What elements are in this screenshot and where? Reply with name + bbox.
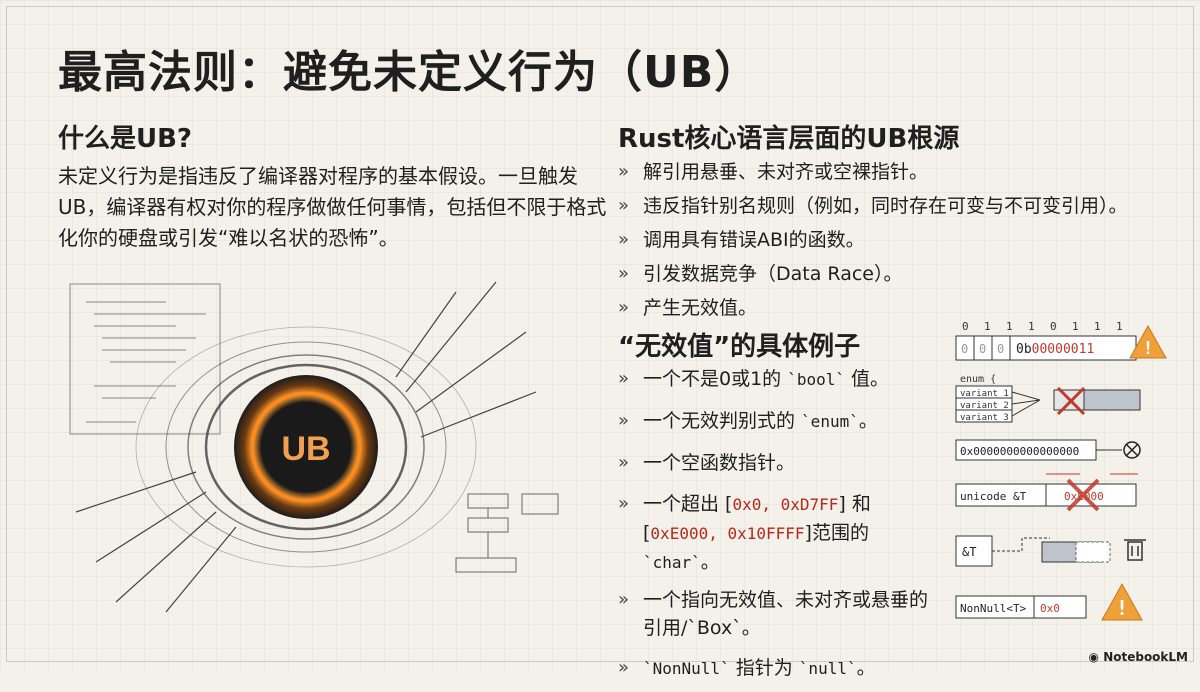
chevron-icon: » (618, 263, 630, 284)
svg-text:0x0000000000000000: 0x0000000000000000 (960, 445, 1079, 458)
what-is-ub-heading: 什么是UB? (58, 124, 193, 154)
radiating-arrows (75, 281, 537, 613)
list-item: »违反指针别名规则（例如，同时存在可变与不可变引用）。 (618, 192, 1178, 226)
chevron-icon: » (618, 297, 630, 318)
brand-icon: ◉ (1088, 650, 1104, 664)
svg-text:!: ! (1116, 596, 1128, 620)
list-item: »一个不是0或1的 `bool` 值。 (618, 365, 948, 394)
black-hole-illustration: UB (69, 281, 559, 613)
grid-background (0, 0, 1200, 670)
warning-icon: ! (1129, 324, 1167, 359)
svg-text:variant 1: variant 1 (960, 389, 1009, 399)
svg-text:0x0: 0x0 (1040, 602, 1060, 615)
chevron-icon: » (618, 229, 630, 250)
list-item: »一个无效判别式的 `enum`。 (618, 407, 948, 436)
accretion-ring (250, 391, 362, 503)
invalid-values-heading: “无效值”的具体例子 (618, 332, 861, 362)
svg-text:0b00000011: 0b00000011 (1016, 342, 1094, 357)
ref-diagram: &T (955, 535, 1146, 567)
svg-text:unicode &T: unicode &T (960, 490, 1027, 503)
char-diagram: unicode &T 0xE000 (955, 473, 1138, 512)
chevron-icon: » (618, 410, 630, 431)
svg-text:enum {: enum { (960, 374, 996, 385)
chevron-icon: » (618, 657, 630, 678)
svg-text:&T: &T (962, 545, 976, 559)
flowchart (455, 493, 559, 573)
warning-icon: ! (1101, 582, 1143, 621)
svg-text:variant 2: variant 2 (960, 401, 1009, 411)
black-hole-core (234, 375, 378, 519)
enum-diagram: enum { variant 1 variant 2 variant 3 (955, 374, 1141, 423)
nonnull-diagram: NonNull<T> 0x0 ! (955, 582, 1143, 621)
chevron-icon: » (618, 493, 630, 514)
error-cross-icon (1066, 478, 1100, 512)
chevron-icon: » (618, 161, 630, 182)
ub-sources-list: »解引用悬垂、未对齐或空裸指针。 »违反指针别名规则（例如，同时存在可变与不可变… (618, 158, 1178, 328)
list-item: »`NonNull` 指针为 `null`。 (618, 654, 948, 683)
list-item: »调用具有错误ABI的函数。 (618, 226, 1178, 260)
rust-ub-sources-heading: Rust核心语言层面的UB根源 (618, 124, 960, 154)
trash-icon (1124, 539, 1146, 561)
svg-text:variant 3: variant 3 (960, 413, 1009, 423)
chevron-icon: » (618, 452, 630, 473)
list-item: »产生无效值。 (618, 294, 1178, 328)
swirl-rings (135, 326, 477, 568)
ub-definition-paragraph: 未定义行为是指违反了编译器对程序的基本假设。一旦触发UB，编译器有权对你的程序做… (58, 164, 607, 250)
chevron-icon: » (618, 589, 630, 610)
slide-title: 最高法则：避免未定义行为（UB） (58, 47, 760, 98)
list-item: »引发数据竞争（Data Race）。 (618, 260, 1178, 294)
fn-pointer-diagram: 0x0000000000000000 (955, 439, 1141, 461)
svg-text:0 0 0: 0 0 0 (961, 342, 1004, 356)
list-item: »一个指向无效值、未对齐或悬垂的引用/`Box`。 (618, 586, 948, 642)
invalid-values-list: »一个不是0或1的 `bool` 值。 »一个无效判别式的 `enum`。 »一… (618, 365, 948, 692)
notebooklm-logo: ◉ NotebookLM (1088, 650, 1188, 664)
null-circle-icon (1123, 441, 1141, 459)
ub-core-label: UB (281, 430, 330, 468)
svg-text:!: ! (1143, 338, 1154, 359)
svg-text:01 11 01 11: 01 11 01 11 (962, 320, 1123, 333)
list-item: »解引用悬垂、未对齐或空裸指针。 (618, 158, 1178, 192)
chevron-icon: » (618, 195, 630, 216)
error-cross-icon (1056, 386, 1086, 416)
svg-text:NonNull<T>: NonNull<T> (960, 602, 1027, 615)
list-item: »一个超出 [0x0, 0xD7FF] 和[0xE000, 0x10FFFF]范… (618, 490, 948, 577)
chevron-icon: » (618, 368, 630, 389)
slide-frame (6, 6, 1194, 662)
code-panel (69, 283, 221, 435)
list-item: »一个空函数指针。 (618, 449, 948, 477)
